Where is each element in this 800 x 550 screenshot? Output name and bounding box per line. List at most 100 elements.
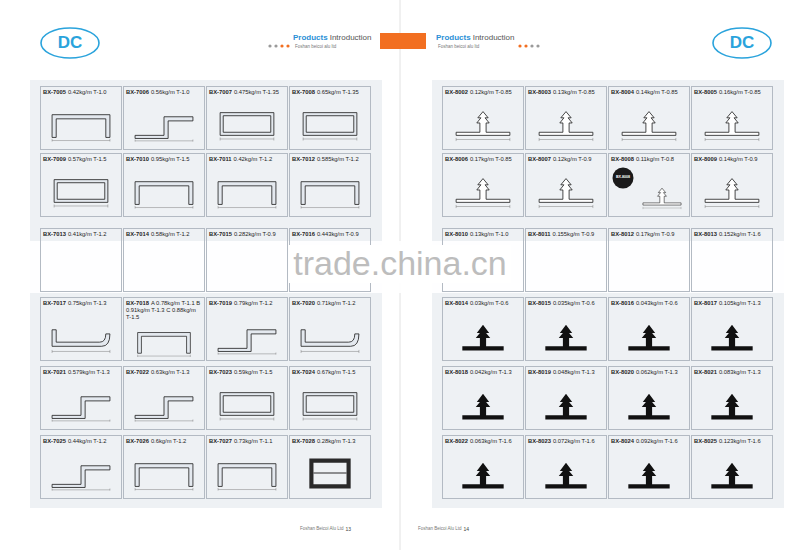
profile-code: BX-7028 [292, 438, 315, 444]
profile-spec: 0.475kg/m T-1.35 [234, 89, 279, 95]
profile-drawings [52, 112, 759, 491]
profile-cell: BX-80230.072kg/m T-1.6 [525, 435, 607, 499]
dot [518, 44, 521, 47]
profile-drawing [462, 463, 503, 489]
profile-cell: BX-70250.44kg/m T-1.2 [40, 435, 122, 499]
dot [536, 44, 539, 47]
profile-drawing [218, 182, 276, 209]
profile-spec: 0.042kg/m T-1.3 [470, 369, 512, 375]
profile-code: BX-8019 [528, 369, 551, 375]
badge-label: BX-8008 [616, 176, 630, 180]
page-number: 14 [464, 527, 470, 533]
profile-cell: BX-70170.75kg/m T-1.3 [40, 297, 122, 361]
logo-ring [713, 28, 771, 58]
profile-cell: BX-7018A 0.78kg/m T-1.1 B 0.91kg/m T-1.3… [123, 297, 205, 361]
logo-text: DC [730, 34, 755, 53]
profile-code: BX-7024 [292, 369, 315, 375]
profile-spec: 0.282kg/m T-0.9 [234, 231, 276, 237]
footer-text: Foshan Beicoi Alu Ltd [300, 527, 344, 532]
profile-drawing [711, 325, 752, 351]
profile-cell: BX-70210.579kg/m T-1.3 [40, 366, 122, 430]
profile-spec: 0.11kg/m T-0.8 [636, 156, 674, 162]
profile-code: BX-8020 [611, 369, 634, 375]
profile-cell: BX-70120.585kg/m T-1.2 [289, 153, 371, 217]
profile-cell: BX-70230.59kg/m T-1.5 [206, 366, 288, 430]
dot [268, 44, 271, 47]
watermark: trade.china.cn [289, 245, 511, 282]
profile-code: BX-7027 [209, 438, 232, 444]
profile-drawing [711, 463, 752, 489]
profile-drawing [628, 325, 669, 351]
profile-code: BX-8015 [528, 300, 551, 306]
profile-drawing [135, 182, 193, 209]
profile-drawing [52, 466, 110, 491]
profile-cell: BX-80060.17kg/m T-0.85 [442, 153, 524, 217]
profile-spec: 0.12kg/m T-0.9 [553, 156, 592, 162]
profile-spec: 0.443kg/m T-0.9 [317, 231, 359, 237]
profile-drawing [539, 112, 593, 141]
profile-drawing [52, 397, 110, 422]
footer-text: Foshan Beicoi Alu Ltd [418, 527, 462, 532]
profile-spec: 0.63kg/m T-1.3 [151, 369, 190, 375]
page-number: 13 [346, 527, 352, 533]
profile-cell: BX-70280.28kg/m T-1.3 [289, 435, 371, 499]
profile-drawing [545, 463, 586, 489]
profile-cell: BX-80020.12kg/m T-0.85 [442, 86, 524, 150]
profile-code: BX-8002 [445, 89, 468, 95]
profile-code: BX-8016 [611, 300, 634, 306]
profile-code: BX-8012 [611, 231, 634, 237]
profile-drawing [705, 112, 759, 141]
profile-drawing [303, 113, 357, 141]
profile-spec: 0.083kg/m T-1.3 [719, 369, 761, 375]
profile-cell: BX-80160.043kg/m T-0.6 [608, 297, 690, 361]
profile-cell: BX-8008 0.11kg/m T-0.8 [608, 153, 690, 217]
profile-spec: 0.048kg/m T-1.3 [553, 369, 595, 375]
profile-code: BX-7005 [43, 89, 66, 95]
header-title: Products [436, 34, 471, 43]
profile-cell: BX-70070.475kg/m T-1.35 [206, 86, 288, 150]
profile-drawing [643, 188, 681, 209]
profile-code: BX-7023 [209, 369, 232, 375]
profile-code: BX-7008 [292, 89, 315, 95]
profile-spec: 0.79kg/m T-1.2 [234, 300, 273, 306]
profile-spec: 0.44kg/m T-1.2 [68, 438, 107, 444]
profile-cell: BX-70090.57kg/m T-1.5 [40, 153, 122, 217]
profile-code: BX-7025 [43, 438, 66, 444]
profile-spec: 0.75kg/m T-1.3 [68, 300, 107, 306]
profile-drawing [135, 117, 193, 142]
profile-code: BX-8025 [694, 438, 717, 444]
profile-code: BX-8010 [445, 231, 468, 237]
page-panel [30, 80, 382, 508]
profile-spec: 0.56kg/m T-1.0 [151, 89, 190, 95]
profile-drawing [220, 393, 274, 421]
profile-code: BX-8013 [694, 231, 717, 237]
profile-cell: BX-80070.12kg/m T-0.9 [525, 153, 607, 217]
profile-code: BX-8007 [528, 156, 551, 162]
dot [274, 44, 277, 47]
profile-drawing [705, 179, 759, 208]
profile-code: BX-7017 [43, 300, 66, 306]
profile-code: BX-7018 [126, 300, 149, 306]
profile-cell: BX-70080.65kg/m T-1.35 [289, 86, 371, 150]
profile-code: BX-8022 [445, 438, 468, 444]
logo-text: DC [58, 34, 83, 53]
profile-drawing [303, 393, 357, 421]
profile-code: BX-8021 [694, 369, 717, 375]
profile-code: BX-8011 [528, 231, 551, 237]
profile-cell: BX-80130.152kg/m T-1.6 [691, 228, 773, 292]
profile-cell: BX-80250.123kg/m T-1.6 [691, 435, 773, 499]
profile-drawing [220, 113, 274, 141]
profile-spec: 0.6kg/m T-1.2 [151, 438, 186, 444]
profile-code: BX-8005 [694, 89, 717, 95]
profile-code: BX-7021 [43, 369, 66, 375]
profile-drawing [456, 112, 510, 141]
profile-drawing [52, 330, 110, 353]
profile-spec: 0.42kg/m T-1.2 [234, 156, 273, 162]
profile-spec: 0.73kg/m T-1.1 [234, 438, 273, 444]
page-panel [432, 80, 784, 508]
profile-cell: BX-80050.16kg/m T-0.85 [691, 86, 773, 150]
profile-spec: 0.585kg/m T-1.2 [317, 156, 359, 162]
header-bar [380, 33, 426, 49]
profile-drawing [462, 394, 503, 420]
profile-code: BX-7026 [126, 438, 149, 444]
